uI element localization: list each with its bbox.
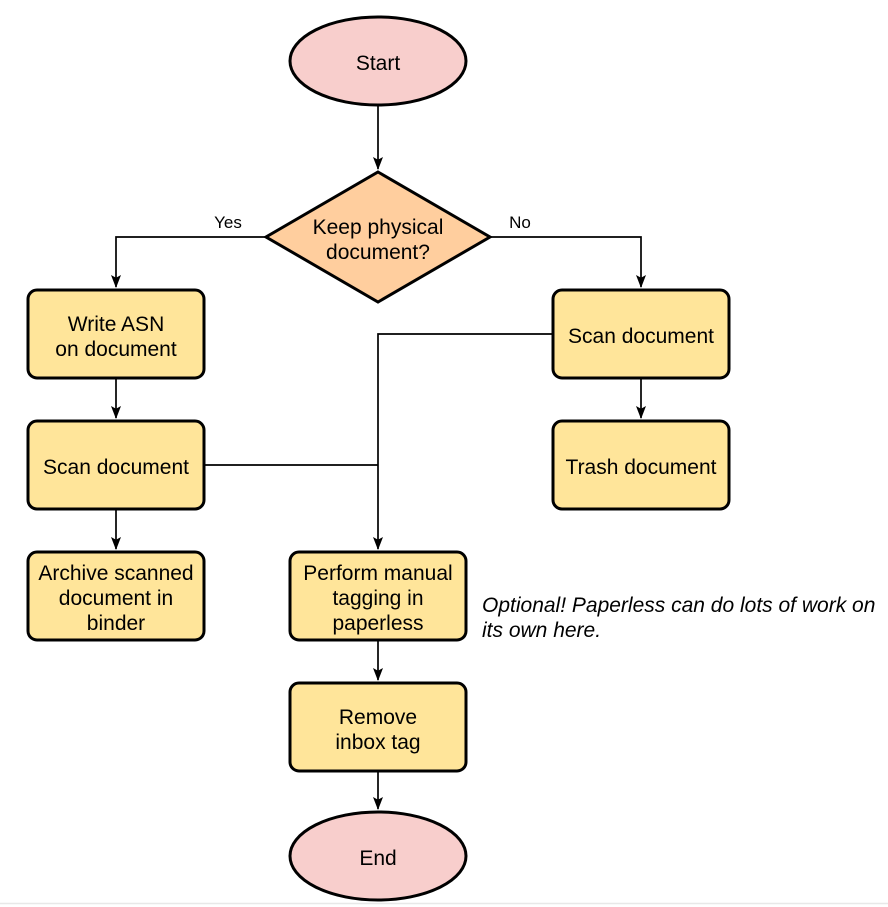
node-end	[288, 810, 468, 902]
node-archive-in-binder	[26, 550, 206, 642]
node-scan-document-right	[551, 288, 731, 380]
node-scan-document-right-label: Scan document	[568, 325, 714, 348]
annotation-optional-line1: Optional! Paperless can do lots of work …	[482, 594, 875, 617]
node-perform-tagging-label-line1: Perform manual	[303, 562, 452, 585]
node-remove-inbox-tag	[288, 681, 468, 773]
annotation-optional-line2: its own here.	[482, 619, 601, 642]
node-trash-document	[551, 419, 731, 511]
edge-scan-right-to-tagging	[373, 333, 553, 550]
node-remove-inbox-tag-label-line1: Remove	[339, 706, 417, 729]
edge-decision-no	[490, 236, 646, 288]
node-trash-document-label: Trash document	[566, 456, 717, 479]
node-perform-tagging-label-line2: tagging in	[332, 587, 423, 610]
node-archive-label-line3: binder	[87, 612, 145, 635]
node-decision-keep-physical	[263, 170, 493, 304]
node-start-label: Start	[356, 52, 401, 75]
node-write-asn-label-line1: Write ASN	[68, 313, 164, 336]
node-scan-document-left	[26, 419, 206, 511]
node-remove-inbox-tag-label-line2: inbox tag	[335, 731, 420, 754]
node-perform-tagging-label-line3: paperless	[332, 612, 423, 635]
node-scan-document-left-label: Scan document	[43, 456, 189, 479]
node-decision-label-line1: Keep physical	[313, 216, 444, 239]
node-archive-label-line1: Archive scanned	[38, 562, 193, 585]
node-start	[288, 15, 468, 107]
edge-label-no: No	[509, 213, 531, 232]
node-perform-tagging	[288, 550, 468, 642]
node-decision-label-line2: document?	[326, 241, 430, 264]
node-archive-label-line2: document in	[59, 587, 173, 610]
node-write-asn-label-line2: on document	[55, 338, 177, 361]
node-end-label: End	[359, 847, 396, 870]
node-write-asn	[26, 288, 206, 380]
edge-label-yes: Yes	[214, 213, 242, 232]
edge-decision-yes	[111, 236, 266, 288]
